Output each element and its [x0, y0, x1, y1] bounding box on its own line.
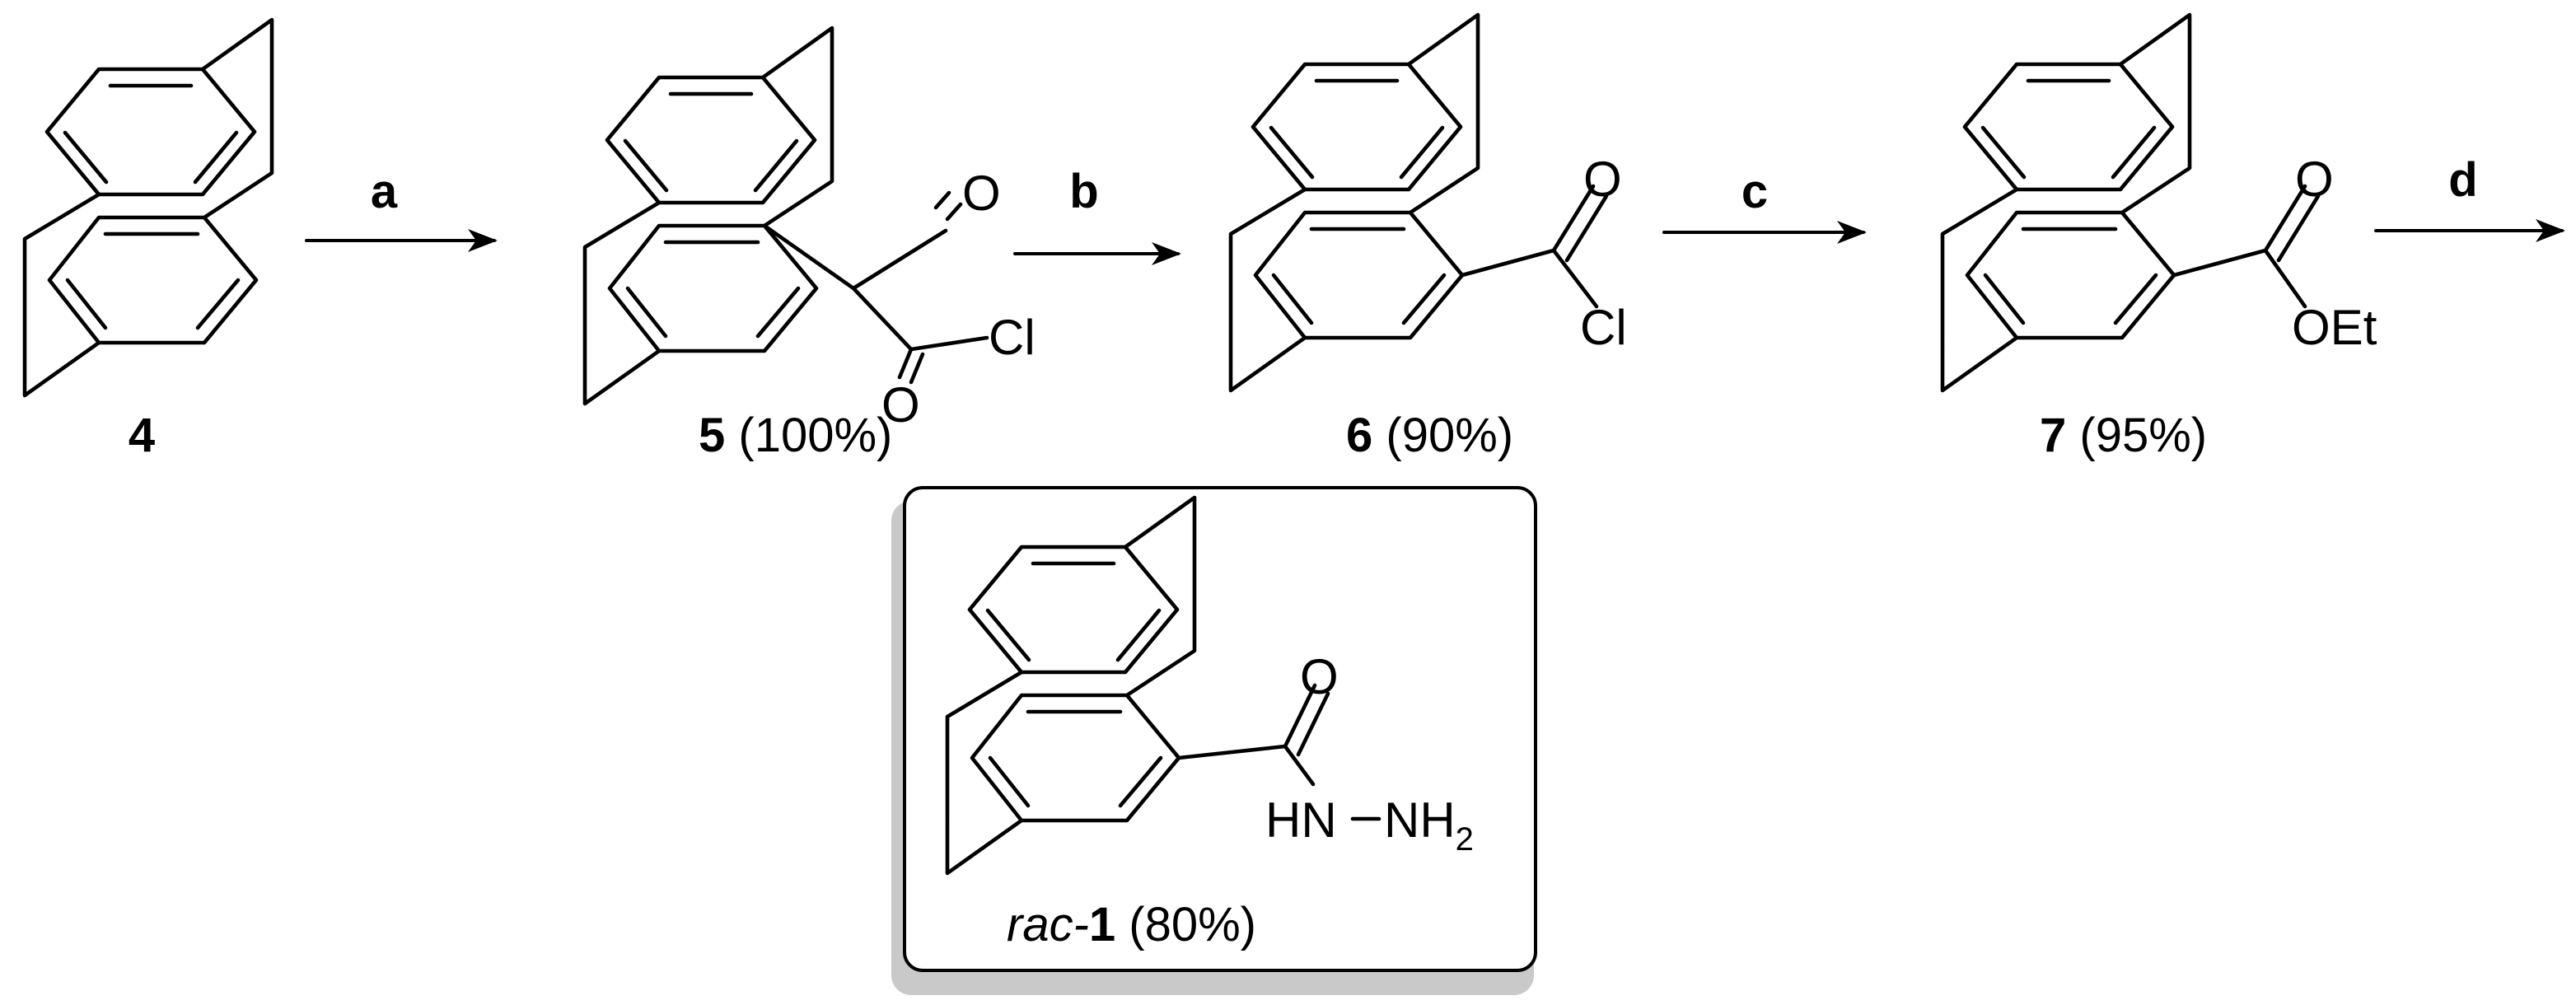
compound-6-chlorine: Cl	[1580, 300, 1627, 355]
compound-5-oxygen-bottom: O	[881, 377, 920, 432]
arrow-label-d: d	[2448, 153, 2477, 207]
product-oxygen: O	[1300, 649, 1339, 704]
reaction-arrow-a	[305, 229, 498, 252]
arrow-label-b: b	[1069, 165, 1098, 218]
compound-5-structure	[585, 28, 989, 404]
product-label: rac-1 (80%)	[1007, 898, 1256, 951]
reaction-arrow-c	[1662, 221, 1867, 244]
product-rac-1-structure	[947, 498, 1382, 873]
compound-4-structure	[25, 20, 272, 395]
reaction-arrow-d	[2374, 219, 2565, 242]
product-box	[891, 486, 1537, 995]
compound-6-label: 6 (90%)	[1346, 409, 1513, 462]
compound-7-structure	[1943, 15, 2321, 390]
arrow-label-a: a	[371, 165, 398, 218]
compound-7-ethoxy: OEt	[2292, 300, 2377, 355]
compound-5-oxygen-top: O	[962, 166, 1001, 221]
reaction-arrow-b	[1013, 242, 1181, 265]
compound-5-label: 5 (100%)	[699, 409, 892, 462]
compound-5-chlorine: Cl	[989, 310, 1036, 365]
arrow-label-c: c	[1741, 165, 1768, 218]
compound-4-label: 4	[129, 409, 155, 462]
compound-7-oxygen: O	[2295, 152, 2334, 207]
compound-6-structure	[1231, 15, 1609, 390]
compound-6-oxygen: O	[1583, 152, 1622, 207]
compound-7-label: 7 (95%)	[2040, 409, 2207, 462]
product-nh2: NH2	[1384, 792, 1474, 858]
product-nh: HN	[1265, 792, 1337, 848]
